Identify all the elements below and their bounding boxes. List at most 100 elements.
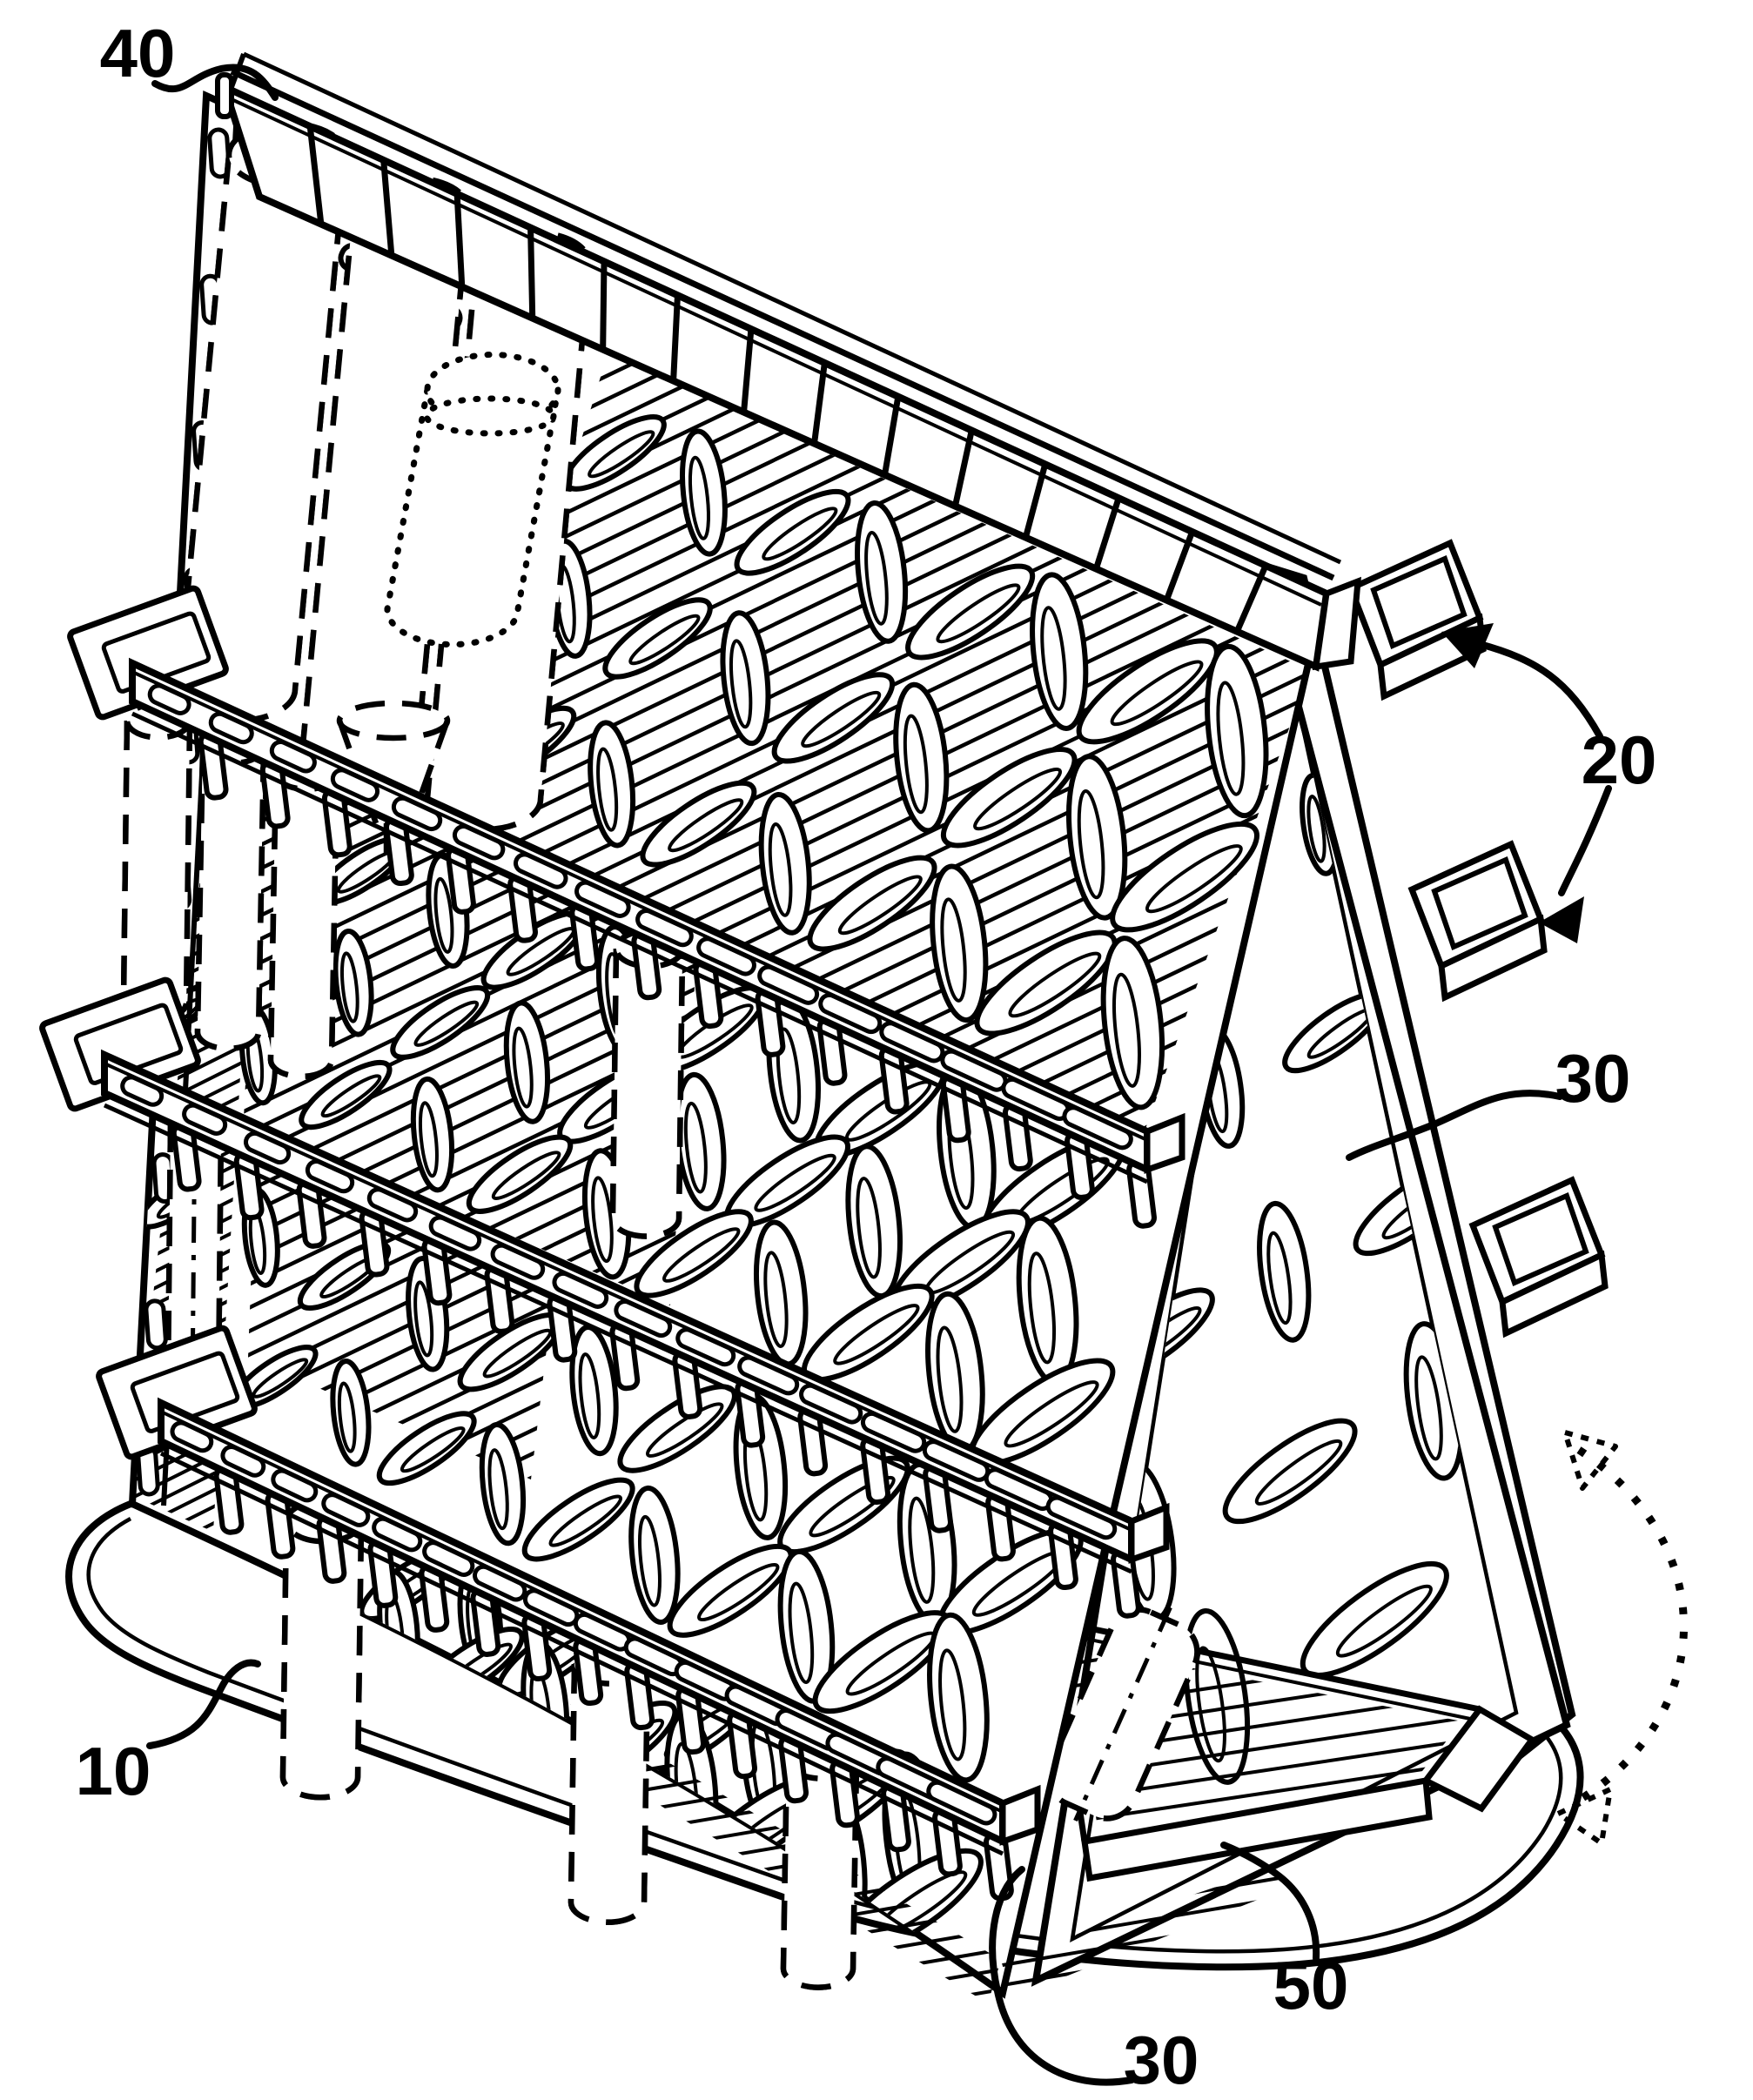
shelf-end-brackets [1347,539,1609,1338]
shelf-end-bracket-1 [1347,539,1487,701]
rail-slot [757,964,820,1005]
slot-hole [1100,936,1165,1110]
slot-hole-inner [491,1151,561,1201]
slot-hole-inner [482,1328,553,1379]
leader-line-40 [151,64,279,101]
slot-hole-inner [833,1304,920,1365]
slot-hole [330,1359,372,1467]
slot-hole-inner [856,1177,882,1279]
slot-hole [845,1144,903,1299]
ref-label-20: 20 [1582,721,1657,798]
slot-hole-inner [973,767,1063,831]
rail-slot [208,711,254,745]
slot-hole [905,563,1036,661]
slot-hole [667,1543,794,1638]
slot-hole-inner [252,1358,309,1399]
slot-hole [466,1134,574,1214]
tray-right-wall [1421,1705,1537,1813]
slot-hole-inner [512,1026,534,1109]
slot-hole-inner [591,1176,614,1264]
slot-hole [1066,754,1128,921]
rail-slot [120,1075,165,1107]
slot-hole [634,1209,754,1298]
slot-hole [758,791,812,936]
rail-end-cap [999,1784,1041,1846]
rail-slot [330,768,380,802]
slot-hole-inner [936,1325,964,1433]
slot-hole [640,780,757,868]
rail-end-cap [1144,1112,1185,1174]
slot-hole-inner [908,1496,936,1604]
slot-hole [521,1477,635,1562]
figure-line [232,98,1322,607]
slot-hole-inner [1077,788,1105,900]
phantom-tube-body [175,154,349,724]
figure-line [465,972,1310,1131]
slot-hole-inner [697,1563,780,1622]
slot-hole-inner [337,1381,357,1453]
bracket-cavity [1370,554,1468,650]
slot-hole-inner [548,1494,623,1547]
rail-slot [271,1468,319,1503]
figure-line [465,354,1310,498]
slot-hole-inner [754,1153,836,1212]
figure-line [230,68,1335,581]
slot-hole [1110,821,1260,933]
shelf-rail-3 [96,1325,1041,1902]
slot-hole-inner [1254,1439,1343,1506]
slot-hole-inner [320,1074,382,1118]
arrow-20-lower-shaft [1558,785,1612,896]
tray-phantom-bottle-axis [1073,1607,1172,1822]
figure-line [465,949,1310,1131]
figure-line [465,354,1310,451]
slot-hole-inner [940,897,967,1003]
slot-hole [503,1000,551,1124]
slot-hole-inner [938,1648,967,1761]
slot-hole [974,929,1118,1037]
slot-hole-inner [418,1101,439,1178]
leader-line-30-side [1346,1090,1563,1161]
slot-hole-inner [936,583,1021,644]
slot-hole-inner [588,430,655,479]
figure-line [131,711,1149,1184]
slot-hole-inner [413,1000,480,1047]
figure-line [951,431,975,507]
slot-hole [771,672,896,764]
slot-hole-inner [1008,951,1102,1018]
rail-slot [1062,1105,1133,1151]
slot-hole [628,1485,681,1625]
slot-hole-inner [809,1475,896,1538]
rail-slot [490,1243,546,1280]
slot-hole-inner [837,875,923,936]
shelf-end-bracket-2 [1407,840,1548,1003]
ref-label-30-side: 30 [1555,1040,1631,1117]
slot-hole [1205,643,1269,819]
leader-line-50 [1220,1842,1320,1962]
slot-hole-inner [1414,1355,1443,1461]
slot-hole-outline [1257,1200,1312,1343]
figure-line [570,1986,1001,2003]
rail-slot [1045,1495,1118,1540]
phantom-funnel-top [336,700,451,741]
slot-hole-inner [1145,844,1243,914]
slot-hole [410,1076,455,1193]
slot-hole-inner [763,1251,789,1348]
figure-line [1163,532,1195,602]
slot-hole-inner [1195,1646,1226,1763]
rail-slot [818,992,883,1035]
slot-hole-inner [596,747,619,832]
slot-hole [893,681,950,834]
bracket-cavity [1431,855,1528,951]
slot-hole-inner [688,455,710,540]
tray-front-wall [1081,1776,1433,1882]
slot-hole-inner [683,1101,708,1194]
slot-hole [754,1219,809,1367]
slot-hole-inner [788,1581,815,1685]
phantom-tube-body [120,720,193,1023]
rail-slot [422,1540,475,1577]
slot-hole-inner [1112,972,1141,1088]
phantom-funnel-mask [339,721,447,823]
slot-hole [720,610,771,747]
rail-slot [574,880,631,918]
rail-slot [452,824,506,861]
